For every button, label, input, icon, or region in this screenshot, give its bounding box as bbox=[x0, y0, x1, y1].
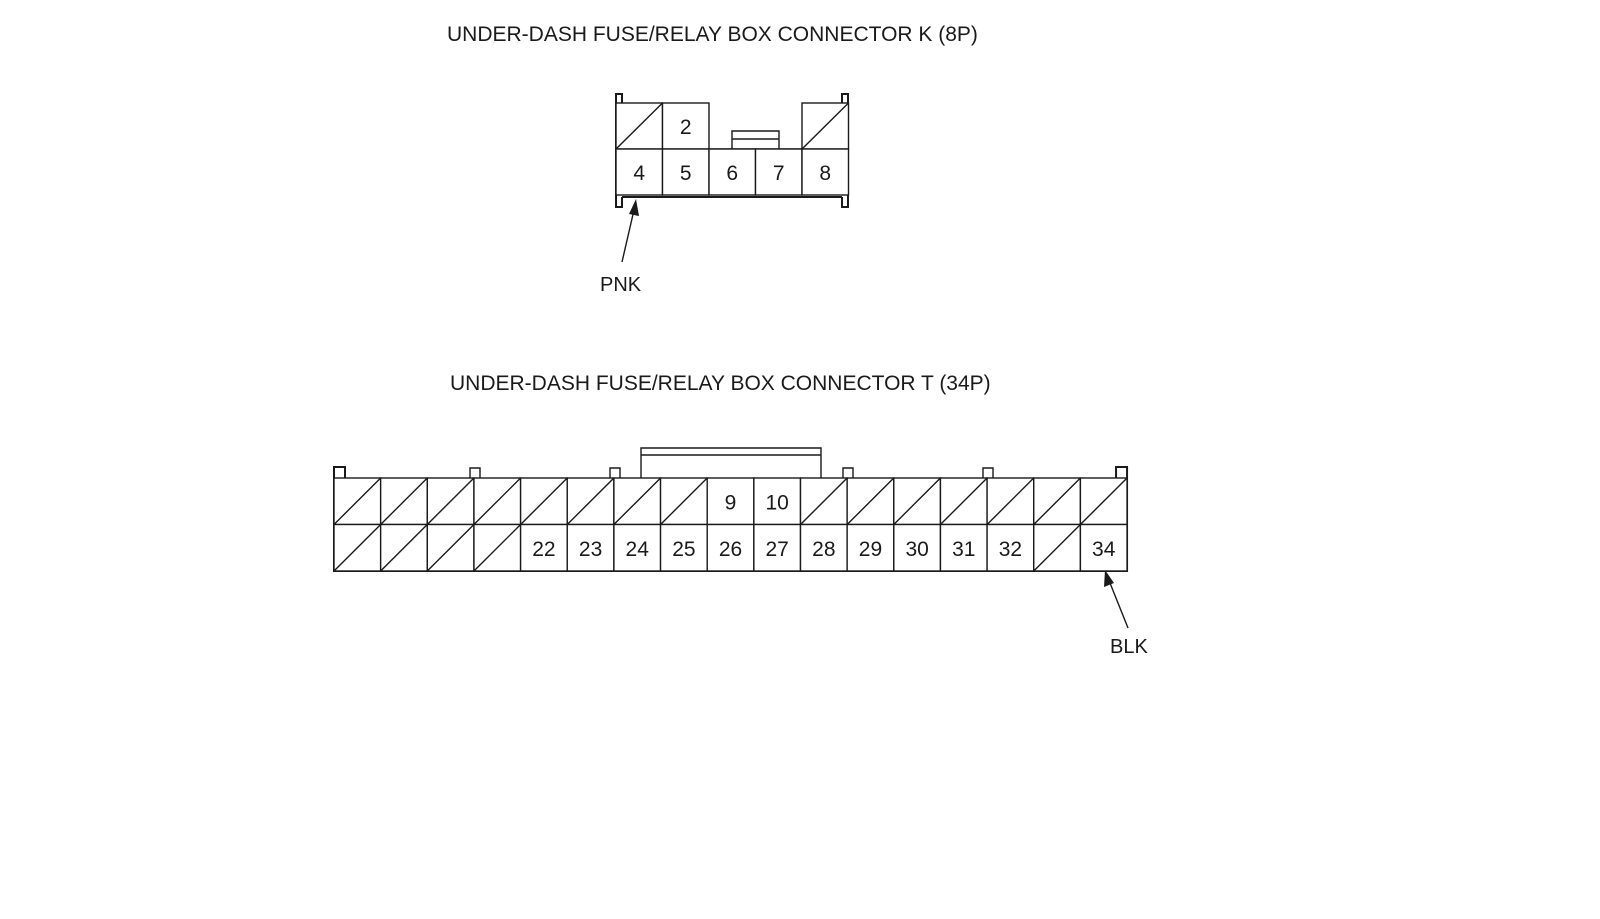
t-blocked-slash bbox=[613, 477, 662, 525]
connector-k-callout: PNK bbox=[600, 199, 642, 296]
k-pin-number: 2 bbox=[680, 116, 692, 139]
t-pin-number: 30 bbox=[905, 538, 928, 561]
t-cavity bbox=[706, 523, 755, 572]
blk-leader-line bbox=[1109, 582, 1129, 629]
k-cavity bbox=[708, 148, 757, 196]
t-pin-number: 25 bbox=[672, 538, 695, 561]
t-blocked-slash bbox=[1079, 477, 1128, 525]
t-blocked-slash bbox=[800, 477, 848, 525]
k-cavity bbox=[754, 148, 803, 196]
t-pin-number: 28 bbox=[812, 538, 835, 561]
t-blocked-slash bbox=[986, 477, 1035, 525]
t-blocked-slash bbox=[939, 477, 988, 525]
t-pin-number: 34 bbox=[1092, 538, 1116, 561]
t-cavity bbox=[893, 523, 942, 572]
k-pin-number: 4 bbox=[633, 162, 645, 185]
connector-k: UNDER-DASH FUSE/RELAY BOX CONNECTOR K (8… bbox=[447, 23, 978, 296]
t-pin-number: 29 bbox=[859, 538, 882, 561]
t-pin-number: 26 bbox=[719, 538, 742, 561]
k-cavity bbox=[661, 148, 710, 196]
k-pin-number: 5 bbox=[680, 162, 692, 185]
t-cavity bbox=[753, 477, 802, 526]
connector-k-outline bbox=[615, 93, 849, 208]
pnk-leader-line bbox=[621, 209, 635, 263]
t-cavity bbox=[939, 523, 988, 572]
t-pin-number: 31 bbox=[952, 538, 975, 561]
k-cavity bbox=[661, 102, 710, 150]
t-blocked-slash bbox=[520, 477, 568, 525]
t-blocked-slash bbox=[333, 524, 382, 572]
t-blocked-slash bbox=[846, 477, 895, 525]
t-blocked-slash bbox=[893, 477, 941, 525]
t-blocked-slash bbox=[426, 524, 475, 572]
t-cavity bbox=[706, 477, 755, 526]
pnk-wire-label: PNK bbox=[600, 274, 642, 296]
connector-k-cavities: 2 4 5 6 7 8 bbox=[615, 102, 850, 196]
t-pin-number: 27 bbox=[765, 538, 788, 561]
t-pin-number: 10 bbox=[765, 491, 788, 514]
t-blocked-slash bbox=[473, 524, 522, 572]
connector-k-title: UNDER-DASH FUSE/RELAY BOX CONNECTOR K (8… bbox=[447, 23, 978, 46]
t-blocked-slash bbox=[1033, 477, 1081, 525]
connector-t-cavities: 9 10 22 23 24 25 26 27 28 29 30 31 32 34 bbox=[333, 477, 1128, 572]
t-pin-number: 23 bbox=[579, 538, 602, 561]
t-blocked-slash bbox=[426, 477, 475, 525]
pnk-arrowhead bbox=[629, 199, 639, 216]
t-cavity bbox=[846, 523, 895, 572]
k-pin-number: 6 bbox=[726, 162, 738, 185]
t-pin-number: 22 bbox=[532, 538, 555, 561]
t-blocked-slash bbox=[333, 477, 382, 525]
t-blocked-slash bbox=[1033, 524, 1081, 572]
connector-t-nub bbox=[982, 467, 994, 478]
t-blocked-slash bbox=[660, 477, 708, 525]
connector-t-callout: BLK bbox=[1104, 570, 1148, 658]
blk-arrowhead bbox=[1104, 570, 1114, 587]
t-cavity bbox=[659, 523, 708, 572]
t-blocked-slash bbox=[380, 524, 428, 572]
k-blocked-slash bbox=[615, 102, 663, 150]
t-cavity bbox=[613, 523, 662, 572]
t-pin-number: 32 bbox=[999, 538, 1022, 561]
connector-t-title: UNDER-DASH FUSE/RELAY BOX CONNECTOR T (3… bbox=[450, 372, 991, 395]
blk-wire-label: BLK bbox=[1110, 636, 1148, 658]
t-blocked-slash bbox=[380, 477, 428, 525]
t-blocked-slash bbox=[566, 477, 615, 525]
t-cavity bbox=[986, 523, 1035, 572]
t-pin-number: 9 bbox=[725, 491, 737, 514]
k-blocked-slash bbox=[801, 102, 849, 150]
t-cavity bbox=[519, 523, 568, 572]
t-blocked-slash bbox=[473, 477, 522, 525]
connector-k-latch bbox=[731, 130, 780, 149]
connector-t-nub bbox=[842, 467, 854, 478]
k-cavity bbox=[801, 148, 850, 196]
connector-t-nub bbox=[609, 467, 621, 478]
connector-t-latch bbox=[640, 447, 822, 478]
t-pin-number: 24 bbox=[626, 538, 650, 561]
connector-t: UNDER-DASH FUSE/RELAY BOX CONNECTOR T (3… bbox=[333, 372, 1148, 658]
t-cavity bbox=[1079, 523, 1128, 572]
connector-t-nub bbox=[469, 467, 481, 478]
k-pin-number: 7 bbox=[773, 162, 785, 185]
k-pin-number: 8 bbox=[819, 162, 831, 185]
